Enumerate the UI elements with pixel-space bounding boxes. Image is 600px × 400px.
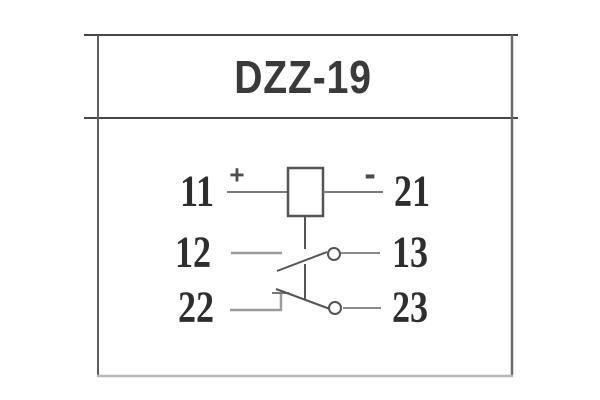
terminal-label-13: 13: [391, 227, 429, 277]
lead-terminal-22: [230, 293, 283, 312]
terminal-label-12: 12: [174, 227, 212, 277]
contact-circle-23: [328, 301, 342, 315]
terminal-label-21: 21: [393, 166, 431, 216]
contact-blade-1: [276, 251, 328, 272]
polarity-minus-sign: -: [364, 155, 376, 194]
terminal-label-11: 11: [179, 166, 215, 216]
terminal-label-23: 23: [391, 282, 429, 332]
contact-circle-13: [327, 247, 341, 261]
polarity-plus-sign: +: [229, 159, 245, 190]
terminal-label-22: 22: [177, 282, 215, 332]
contact-blade-2: [275, 288, 331, 310]
coil-symbol: [286, 166, 325, 218]
relay-model-title: DZZ-19: [234, 51, 372, 103]
